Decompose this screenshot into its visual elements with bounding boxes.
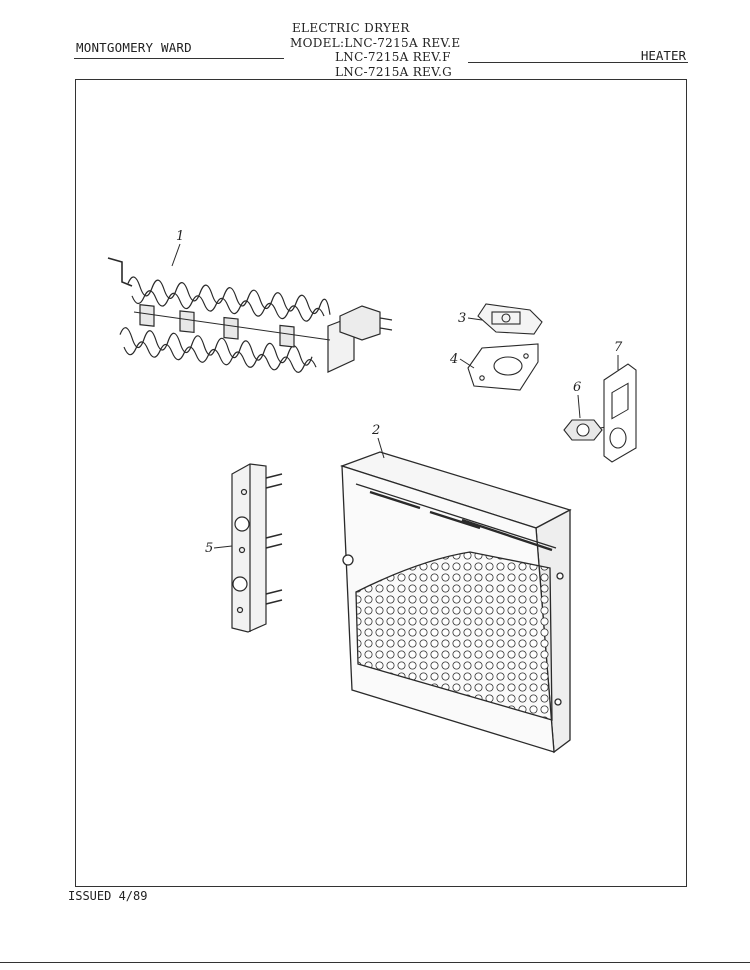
callout-7: 7	[614, 340, 623, 370]
heater-element	[107, 257, 393, 373]
callout-4: 4	[449, 352, 475, 369]
page-bottom-rule	[0, 962, 750, 963]
thermostat-gasket	[467, 343, 539, 391]
section-underline	[468, 62, 688, 63]
header-rev-g-line: LNC-7215A REV.G	[335, 65, 452, 79]
callout-2: 2	[371, 423, 385, 459]
high-limit-thermostat	[477, 303, 543, 335]
lower-coil	[119, 327, 313, 366]
upper-coil-back	[131, 290, 325, 322]
terminal-block	[231, 463, 283, 633]
callout-label-1: 1	[176, 229, 184, 244]
section-label: HEATER	[640, 48, 686, 63]
header-product-line: ELECTRIC DRYER	[292, 21, 410, 35]
diagram-frame	[75, 79, 687, 887]
upper-coil	[127, 276, 331, 315]
callout-label-3: 3	[458, 311, 466, 326]
callout-label-2: 2	[371, 423, 380, 438]
callout-label-6: 6	[573, 380, 581, 395]
callout-label-7: 7	[614, 340, 623, 355]
heater-housing	[340, 451, 572, 754]
lower-coil-back	[123, 341, 317, 373]
callout-5: 5	[205, 541, 233, 556]
issued-date: ISSUED 4/89	[68, 889, 148, 903]
header-model-line: MODEL:LNC-7215A REV.E	[290, 36, 461, 50]
callout-3: 3	[458, 311, 483, 326]
fuse-insulator	[603, 363, 637, 463]
callout-6: 6	[573, 380, 581, 419]
callout-label-5: 5	[205, 541, 213, 556]
header-rev-f-line: LNC-7215A REV.F	[335, 50, 451, 64]
callout-1: 1	[171, 229, 184, 267]
brand-label: MONTGOMERY WARD	[76, 40, 192, 55]
callout-label-4: 4	[449, 352, 458, 367]
brand-underline	[74, 58, 284, 59]
